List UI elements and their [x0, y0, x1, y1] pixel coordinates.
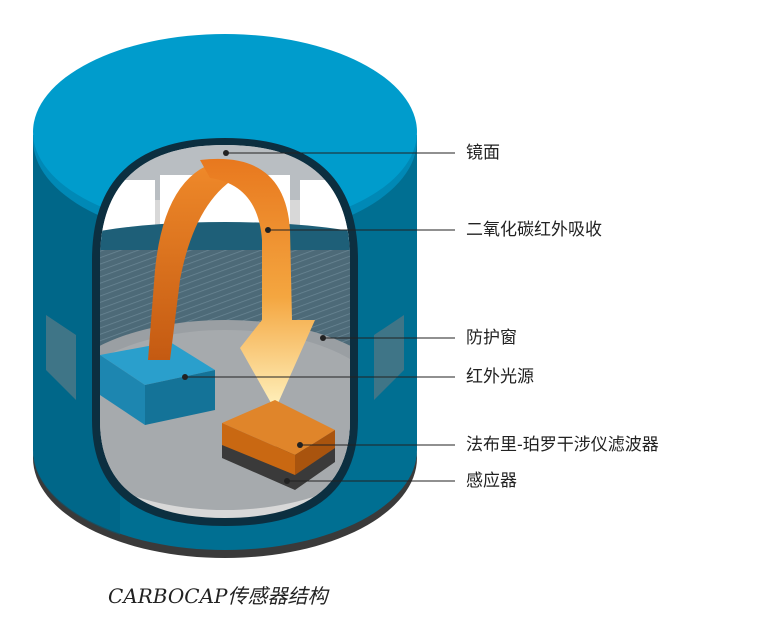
ir-source-block — [100, 342, 215, 425]
label-mirror: 镜面 — [466, 143, 500, 163]
label-co2-absorption: 二氧化碳红外吸收 — [466, 220, 602, 240]
ir-beam-down-arrow — [200, 158, 315, 410]
label-detector: 感应器 — [466, 471, 517, 491]
fp-filter-block — [222, 400, 335, 490]
label-ir-source: 红外光源 — [466, 367, 534, 387]
label-fp-filter: 法布里-珀罗干涉仪滤波器 — [466, 435, 659, 455]
callout-lines — [185, 152, 455, 482]
label-protective-window: 防护窗 — [466, 328, 517, 348]
inner-cavity — [92, 138, 358, 526]
diagram-caption: CARBOCAP传感器结构 — [108, 584, 328, 608]
ir-beam-up — [148, 160, 240, 360]
callout-dots — [182, 150, 326, 484]
